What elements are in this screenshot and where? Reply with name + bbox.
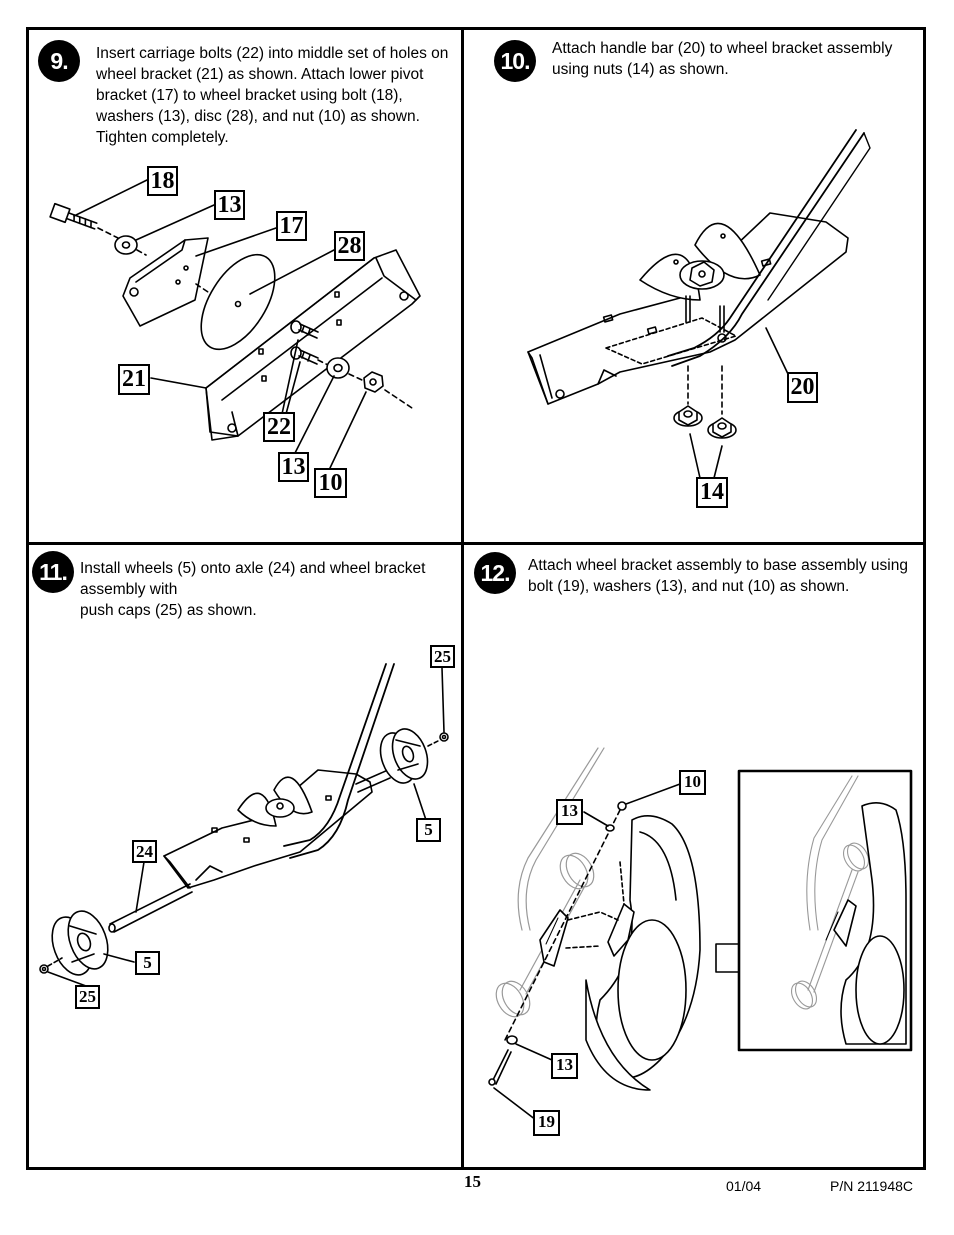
callout-24: 24 [132,840,157,863]
callout-18: 18 [147,166,178,196]
callout-19: 19 [533,1110,560,1136]
step9-exploded-view [49,179,421,469]
callout-21: 21 [118,364,150,395]
callout-17: 17 [276,211,307,241]
callout-10: 10 [314,468,347,498]
step-12-number-badge: 12. [474,552,516,594]
step-10-instructions: Attach handle bar (20) to wheel bracket … [552,38,912,80]
step12-base-attach [488,747,913,1121]
step-11-instructions: Install wheels (5) onto axle (24) and wh… [80,558,456,621]
callout-13-lower: 13 [278,452,309,482]
callout-14: 14 [696,477,728,508]
callout-22: 22 [263,412,295,442]
page-number: 15 [464,1172,481,1191]
step-9-instructions: Insert carriage bolts (22) into middle s… [96,43,452,148]
step-9-text: Insert carriage bolts (22) into middle s… [96,45,449,146]
step-10-text: Attach handle bar (20) to wheel bracket … [552,40,893,78]
callout-5-right: 5 [416,818,441,842]
step-12-text: Attach wheel bracket assembly to base as… [528,557,908,595]
step11-wheel-assembly [39,663,449,987]
instruction-grid-frame [26,27,926,1170]
grid-divider-vertical [461,27,464,1170]
step10-handle-assembly [527,129,871,479]
callout-20: 20 [787,372,818,403]
callout-10-step12: 10 [679,770,706,795]
callout-13-lower-step12: 13 [551,1053,578,1079]
callout-13-upper-step12: 13 [556,799,583,825]
callout-25-left: 25 [75,985,100,1009]
part-number: P/N 211948C [830,1178,914,1194]
callout-25-right: 25 [430,645,455,668]
step-11-text-line-2: push caps (25) as shown. [80,602,257,619]
revision-date: 01/04 [726,1178,762,1194]
callout-5-left: 5 [135,951,160,975]
grid-divider-horizontal [26,542,926,545]
step-12-instructions: Attach wheel bracket assembly to base as… [528,555,920,597]
step-11-number-badge: 11. [32,551,74,593]
callout-28: 28 [334,231,365,261]
step-10-number-badge: 10. [494,40,536,82]
callout-13: 13 [214,190,245,220]
step-11-text-line-1: Install wheels (5) onto axle (24) and wh… [80,560,426,598]
step-9-number-badge: 9. [38,40,80,82]
